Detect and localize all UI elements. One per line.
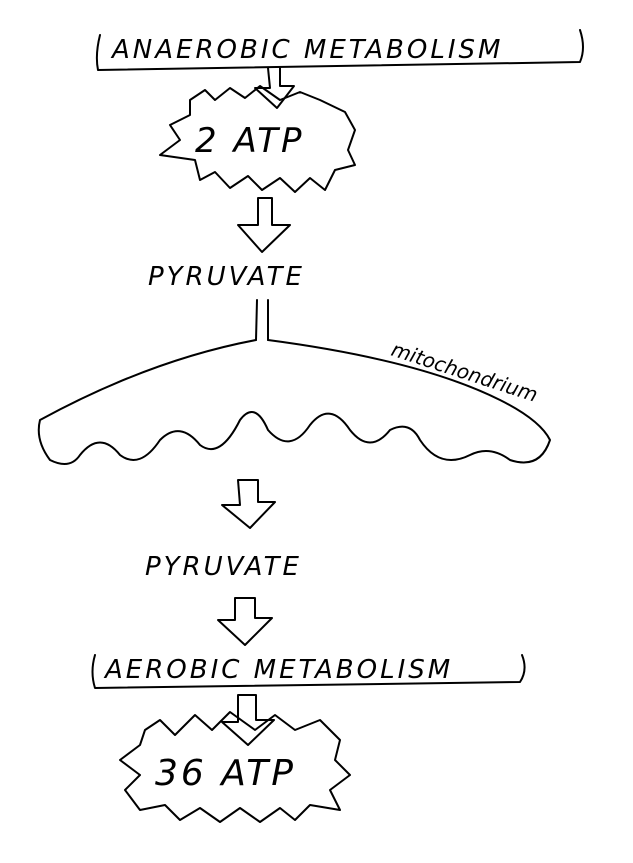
anaerobic-label: ANAEROBIC METABOLISM [110,35,503,65]
pyruvate-top-label: PYRUVATE [148,262,305,292]
arrow-icon [221,479,276,529]
pyruvate-bottom-label: PYRUVATE [145,552,302,582]
atp-small-label: 2 ATP [195,121,305,161]
aerobic-label: AEROBIC METABOLISM [103,655,453,685]
starburst-36atp [119,711,351,823]
arrow-icon [217,597,273,646]
arrow-icon [221,694,275,746]
anaerobic-bracket [95,29,584,71]
starburst-2atp [159,85,356,193]
atp-large-label: 36 ATP [155,753,296,794]
aerobic-bracket [91,654,526,689]
arrow-icon [237,197,291,253]
mitochondrion-shape [37,339,551,465]
arrow-icon [254,67,295,109]
mitochondrion-label: mitochondrium [388,337,540,407]
connector-lines [255,299,269,341]
